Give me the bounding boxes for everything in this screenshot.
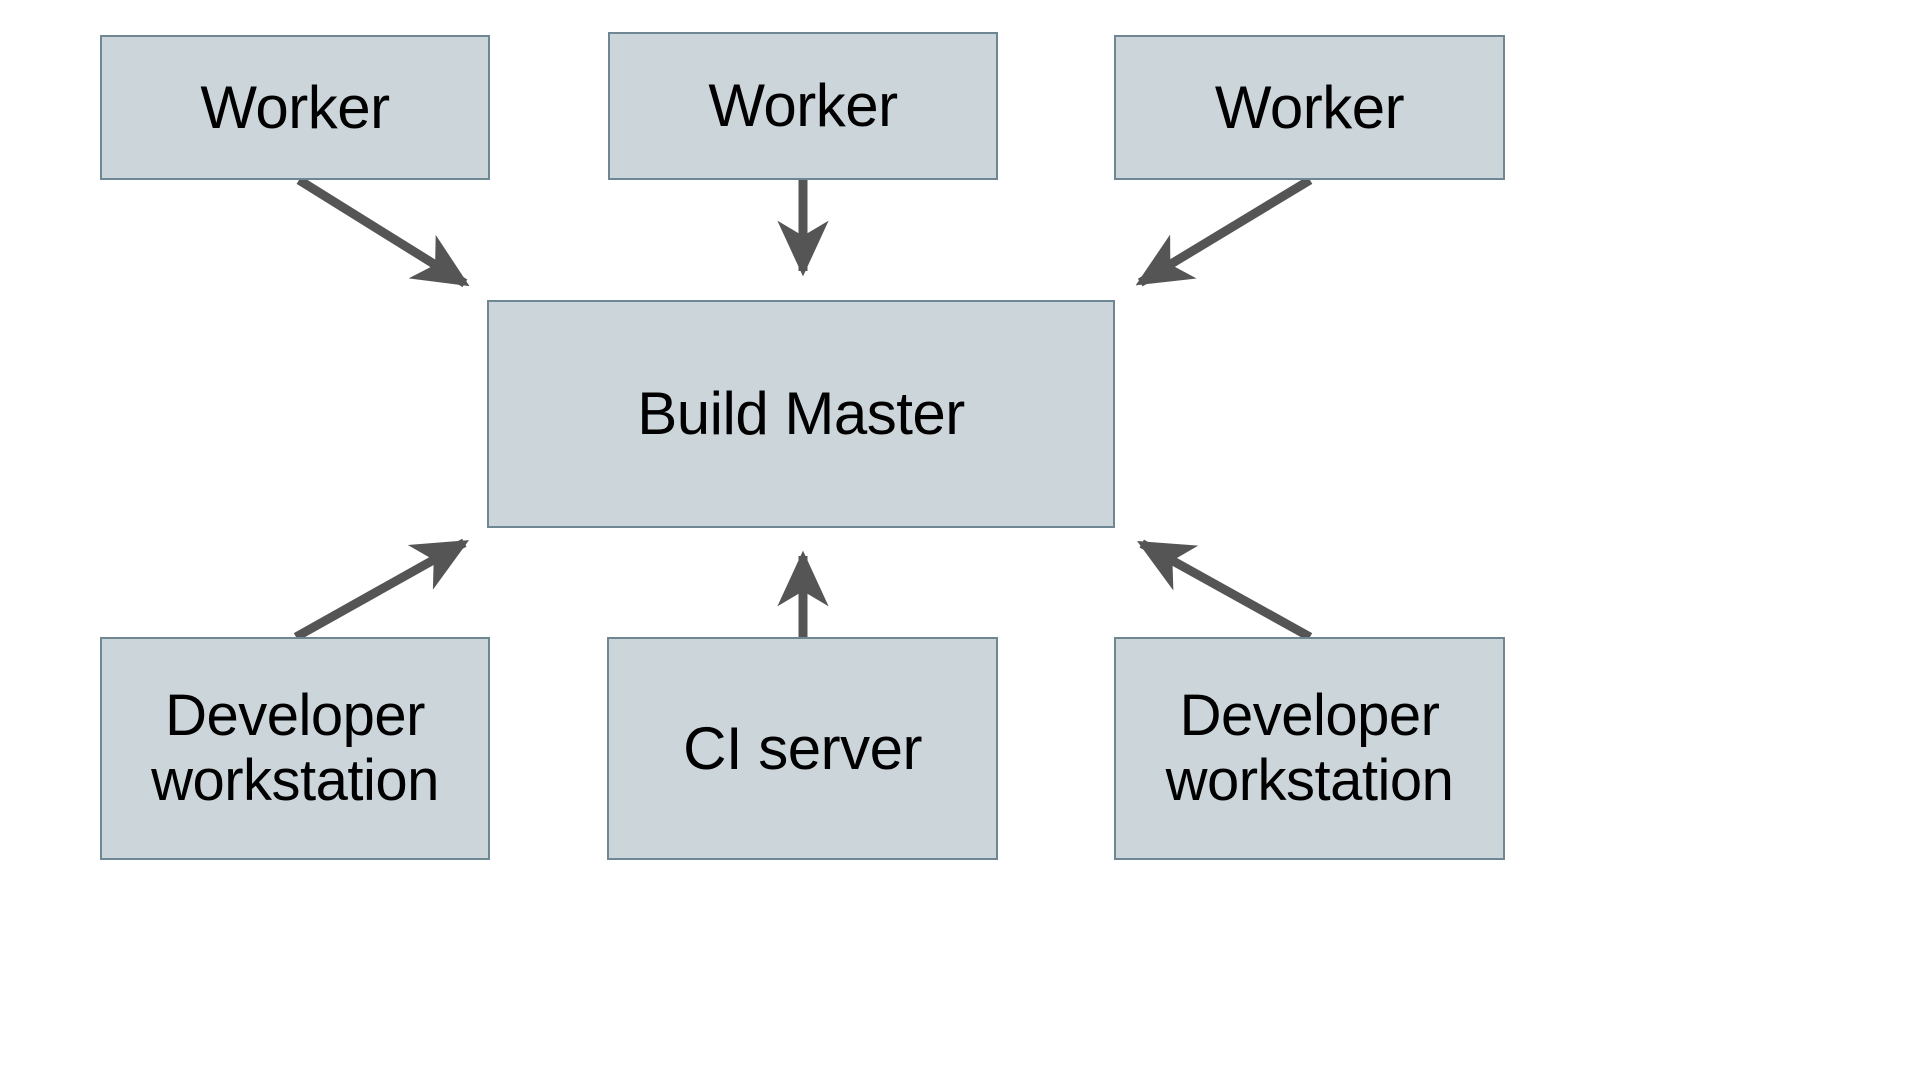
node-ci-server[interactable]: CI server: [607, 637, 998, 860]
edge-devright-to-master: [1137, 539, 1313, 641]
node-worker-2[interactable]: Worker: [608, 32, 998, 180]
node-label: Build Master: [637, 380, 965, 448]
node-worker-3[interactable]: Worker: [1114, 35, 1505, 180]
node-developer-workstation-right[interactable]: Developer workstation: [1114, 637, 1505, 860]
node-label: Worker: [1214, 73, 1405, 141]
node-label: Developer workstation: [151, 682, 439, 813]
edge-worker3-to-master: [1135, 176, 1313, 287]
node-label: Developer workstation: [1165, 682, 1454, 813]
node-label: Worker: [708, 72, 898, 140]
node-developer-workstation-left[interactable]: Developer workstation: [100, 637, 490, 860]
node-label: Worker: [200, 73, 390, 141]
node-build-master[interactable]: Build Master: [487, 300, 1115, 528]
edge-worker1-to-master: [296, 176, 470, 288]
edge-devleft-to-master: [293, 538, 470, 641]
node-label: CI server: [683, 714, 922, 782]
node-worker-1[interactable]: Worker: [100, 35, 490, 180]
